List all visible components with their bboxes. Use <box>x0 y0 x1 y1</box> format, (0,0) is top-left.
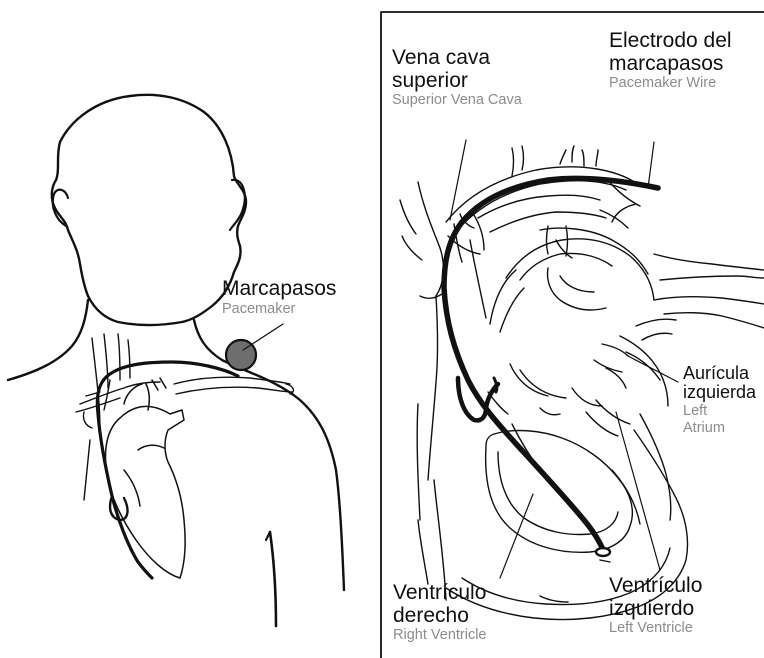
label-left-ventricle-en: Left Ventricle <box>609 621 702 637</box>
label-left-atrium: Aurícula izquierda Left Atrium <box>683 364 756 436</box>
label-pacemaker-en: Pacemaker <box>222 302 336 318</box>
label-pacemaker-es: Marcapasos <box>222 278 336 301</box>
wire-leader <box>648 142 654 188</box>
aortic-arch <box>446 146 764 328</box>
label-left-ventricle: Ventrículo izquierdo Left Ventricle <box>609 575 702 637</box>
label-pacemaker-wire: Electrodo del marcapasos Pacemaker Wire <box>609 30 732 92</box>
label-left-atrium-en-line1: Left <box>683 404 756 420</box>
label-svc-es-line1: Vena cava <box>392 47 522 70</box>
body-figure <box>8 95 344 626</box>
label-left-atrium-en-line2: Atrium <box>683 421 756 437</box>
label-wire-es-line2: marcapasos <box>609 53 732 76</box>
label-superior-vena-cava: Vena cava superior Superior Vena Cava <box>392 47 522 109</box>
leader-lines <box>450 140 678 578</box>
left-atrium-leader <box>628 356 678 382</box>
label-left-atrium-es-line1: Aurícula <box>683 364 756 383</box>
right-ear <box>230 180 245 230</box>
neck-right <box>194 320 344 590</box>
label-wire-en: Pacemaker Wire <box>609 76 732 92</box>
head-outline <box>52 95 246 325</box>
label-left-atrium-es-line2: izquierda <box>683 383 756 402</box>
pacemaker-wire[interactable] <box>444 178 658 552</box>
small-heart <box>106 378 186 578</box>
label-right-ventricle-en: Right Ventricle <box>393 628 487 644</box>
right-ventricle-leader <box>500 494 533 578</box>
pacemaker-leader <box>243 324 283 350</box>
label-pacemaker: Marcapasos Pacemaker <box>222 278 336 317</box>
label-svc-es-line2: superior <box>392 70 522 93</box>
arm-crease <box>270 532 276 626</box>
label-right-ventricle-es-line2: derecho <box>393 605 487 628</box>
label-svc-en: Superior Vena Cava <box>392 93 522 109</box>
label-right-ventricle: Ventrículo derecho Right Ventricle <box>393 582 487 644</box>
pacemaker-wire-tip <box>596 548 610 556</box>
label-left-ventricle-es-line1: Ventrículo <box>609 575 702 598</box>
label-wire-es-line1: Electrodo del <box>609 30 732 53</box>
neck-left <box>8 300 88 380</box>
label-left-ventricle-es-line2: izquierdo <box>609 598 702 621</box>
label-right-ventricle-es-line1: Ventrículo <box>393 582 487 605</box>
pacemaker-lead-body <box>97 362 238 578</box>
